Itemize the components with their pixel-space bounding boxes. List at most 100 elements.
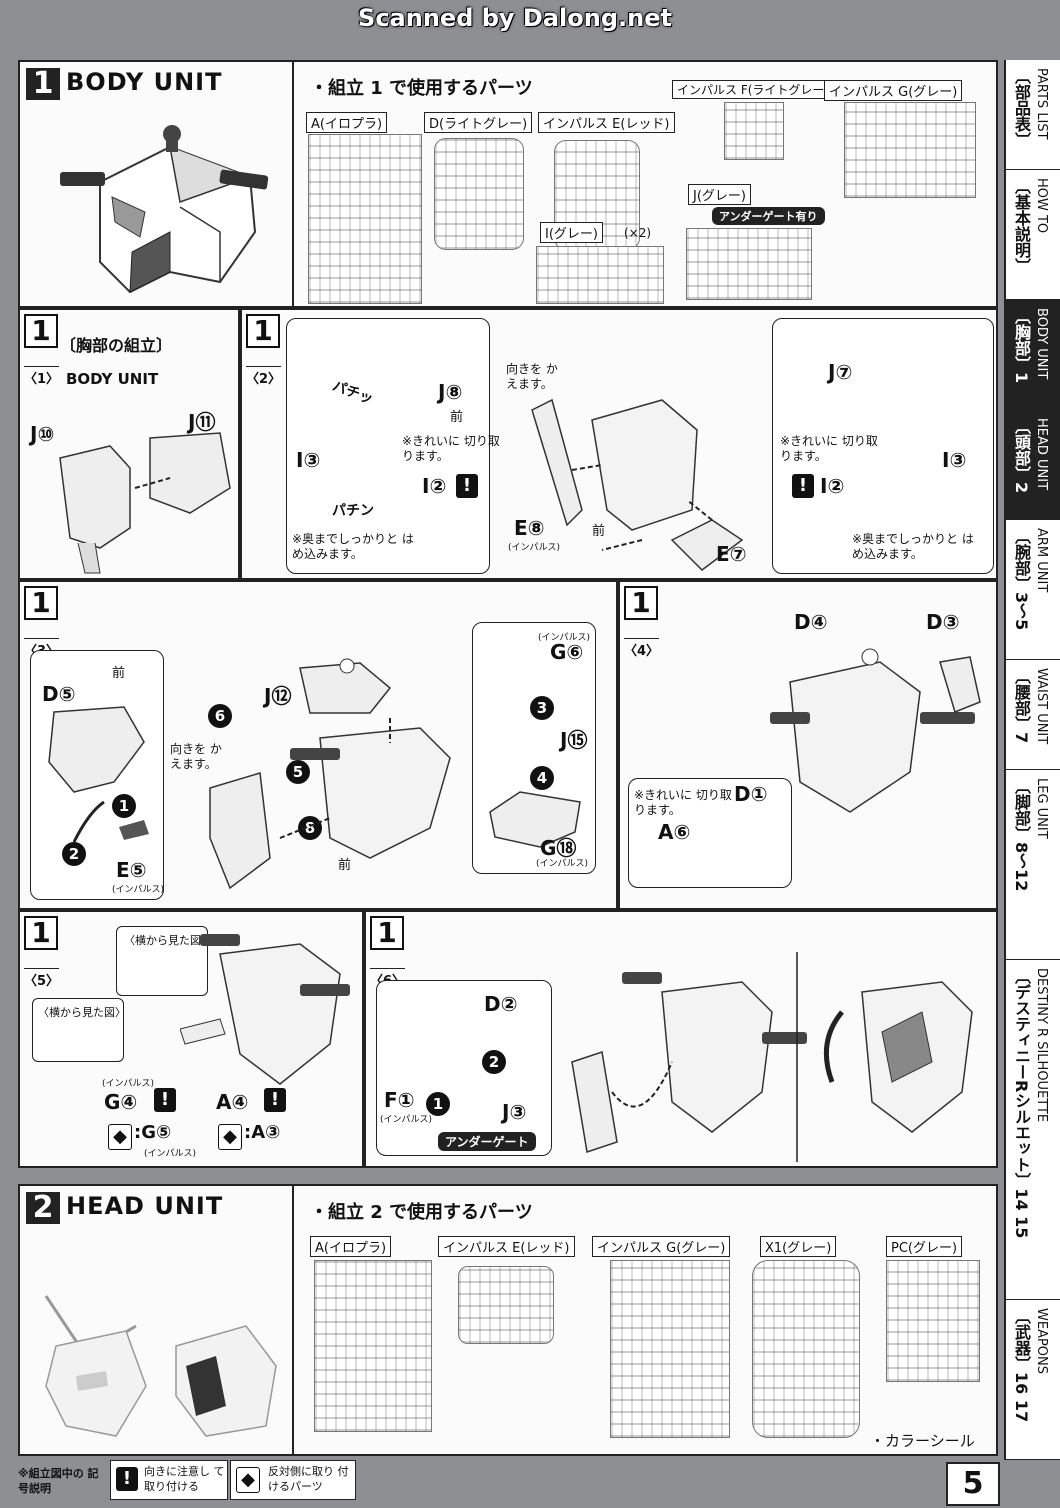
part-label-e: インパルス E(レッド) [438, 1236, 575, 1257]
part-label-d: D(ライトグレー) [424, 112, 533, 133]
caution-icon-a4: ! [264, 1088, 286, 1112]
side-view-label: 〈横から見た図〉 [124, 934, 212, 947]
tab-label-jp: 〔基本説明〕 [1012, 178, 1031, 274]
runner-x1 [752, 1260, 860, 1438]
tab-label-en: HOW TO [1034, 178, 1049, 234]
substep-subtitle: BODY UNIT [66, 370, 159, 388]
caution-icon: ! [456, 474, 478, 498]
parts-heading: ・組立 2 で使用するパーツ [310, 1202, 533, 1223]
step-1-marker: 1 [112, 794, 136, 818]
g18-impulse: (インパルス) [536, 859, 589, 869]
substep-tag: 〈2〉 [246, 366, 282, 387]
scan-credit: Scanned by Dalong.net [358, 4, 672, 32]
step-1-marker: 1 [426, 1092, 450, 1116]
right-detail-box [772, 318, 994, 574]
part-i2-left: I② [422, 474, 447, 498]
symbol-legend: ※組立図中の 記号説明 ! 向きに注意し て取り付ける ◆ 反対側に取り 付ける… [18, 1460, 978, 1500]
runner-g [610, 1260, 730, 1438]
side-view-box-1 [116, 926, 208, 996]
part-d4: D④ [794, 610, 828, 634]
tab-parts-list[interactable]: 〔部品表〕 PARTS LIST [1006, 60, 1060, 170]
tab-weapons[interactable]: 〔武器〕16 17 WEAPONS [1006, 1300, 1060, 1460]
g6-impulse: (インパルス) [538, 633, 591, 643]
head-unit-illustration [44, 1295, 277, 1437]
body-unit-title: BODY UNIT [66, 68, 223, 96]
chest-side-illustration [770, 648, 981, 813]
part-j15: J⑮ [560, 728, 588, 752]
substep-tag: 〈1〉 [24, 366, 60, 387]
part-j7: J⑦ [828, 360, 853, 384]
opposite-side-legend-icon: ◆ [236, 1467, 260, 1493]
substep-number: 1 [24, 916, 58, 950]
part-label-g: インパルス G(グレー) [824, 80, 963, 101]
substep-4-panel: 1 〈4〉 D④ D③ ※きれいに 切り取ります。 D① A⑥ [618, 580, 998, 910]
legend-title: ※組立図中の 記号説明 [18, 1467, 99, 1495]
tab-arm-unit[interactable]: 〔腕部〕3〜5 ARM UNIT [1006, 520, 1060, 660]
substep-tag: 〈4〉 [624, 638, 660, 659]
part-j11: J⑪ [188, 410, 216, 434]
step-8-marker: 8 [298, 816, 322, 840]
tab-label-en: LEG UNIT [1034, 778, 1049, 839]
tab-label-en: DESTINY R SILHOUETTE [1034, 968, 1049, 1123]
runner-d [434, 138, 524, 250]
substep-6-panel: 1 〈6〉 D② 2 1 F① (インパルス) J③ アンダーゲート [364, 910, 998, 1168]
substep-3-panel: 1 〈3〉 D⑤ 前 1 2 E⑤ (インパルス) 向きを かえます。 J⑫ 6… [18, 580, 618, 910]
part-j8: J⑧ [438, 380, 463, 404]
undergate-badge: アンダーゲート有り [712, 207, 825, 225]
part-label-a: A(イロプラ) [306, 112, 388, 133]
tab-label-jp: 〔脚部〕8〜12 [1012, 778, 1031, 892]
opposite-side-icon-a: ◆ [218, 1124, 242, 1150]
tab-head-unit[interactable]: 〔頭部〕2 HEAD UNIT [1006, 410, 1060, 520]
hatch-detail-box [376, 980, 552, 1156]
step-2-marker: 2 [482, 1050, 506, 1074]
e5-impulse: (インパルス) [112, 885, 165, 895]
part-label-i: I(グレー) [540, 222, 603, 243]
f1-impulse: (インパルス) [380, 1115, 433, 1125]
tab-body-unit[interactable]: 〔胸部〕1 BODY UNIT [1006, 300, 1060, 410]
chest-side-view-illustration [180, 934, 350, 1085]
g4-impulse: (インパルス) [102, 1079, 155, 1089]
part-e7: E⑦ [716, 542, 747, 566]
step-3-marker: 3 [530, 696, 554, 720]
front-label-2: 前 [338, 858, 352, 873]
press-note-left: ※奥までしっかりと はめ込みます。 [292, 532, 414, 561]
runner-i [536, 246, 664, 304]
tab-destiny-r-silhouette[interactable]: 〔デスティニーRシルエット〕14 15 DESTINY R SILHOUETTE [1006, 960, 1060, 1300]
opposite-side-icon-g: ◆ [108, 1124, 132, 1150]
caution-icon-right: ! [792, 474, 814, 498]
tab-label-jp: 〔腕部〕3〜5 [1012, 528, 1031, 631]
step-6-marker: 6 [208, 704, 232, 728]
mirror-a3: :A③ [244, 1122, 281, 1143]
step-number: 2 [26, 1192, 60, 1224]
tab-label-jp: 〔デスティニーRシルエット〕14 15 [1012, 968, 1031, 1239]
part-g4: G④ [104, 1090, 138, 1114]
part-i3-left: I③ [296, 448, 321, 472]
part-i2-right: I② [820, 474, 845, 498]
step-5-marker: 5 [286, 760, 310, 784]
part-d3: D③ [926, 610, 960, 634]
tab-waist-unit[interactable]: 〔腰部〕7 WAIST UNIT [1006, 660, 1060, 770]
part-label-j: J(グレー) [688, 184, 751, 205]
body-unit-illustration [60, 125, 269, 294]
tab-label-en: BODY UNIT [1034, 308, 1049, 380]
substep-number: 1 [370, 916, 404, 950]
part-j12: J⑫ [264, 684, 292, 708]
chest-assembly-illustration [531, 398, 744, 571]
part-label-pc: PC(グレー) [886, 1236, 963, 1257]
substep-5-panel: 1 〈5〉 〈横から見た図〉 〈横から見た図〉 (インパルス) G④ ! A④ … [18, 910, 364, 1168]
part-d2: D② [484, 992, 518, 1016]
legend-caution-text: 向きに注意し て取り付ける [144, 1465, 225, 1493]
substep-number: 1 [624, 586, 658, 620]
hatch-install-illustration [571, 952, 973, 1162]
tab-leg-unit[interactable]: 〔脚部〕8〜12 LEG UNIT [1006, 770, 1060, 960]
tab-how-to[interactable]: 〔基本説明〕 HOW TO [1006, 170, 1060, 300]
front-label: 前 [450, 410, 464, 425]
left-detail-box [286, 318, 490, 574]
color-seal-label: ・カラーシール [870, 1432, 975, 1450]
chest-with-cockpit-illustration [209, 658, 451, 890]
part-label-g: インパルス G(グレー) [592, 1236, 731, 1257]
turn-note: 向きを かえます。 [506, 362, 558, 391]
undergate-badge: アンダーゲート [438, 1132, 536, 1151]
snap-label-2: パチン [332, 503, 374, 519]
part-label-x1: X1(グレー) [760, 1236, 837, 1257]
